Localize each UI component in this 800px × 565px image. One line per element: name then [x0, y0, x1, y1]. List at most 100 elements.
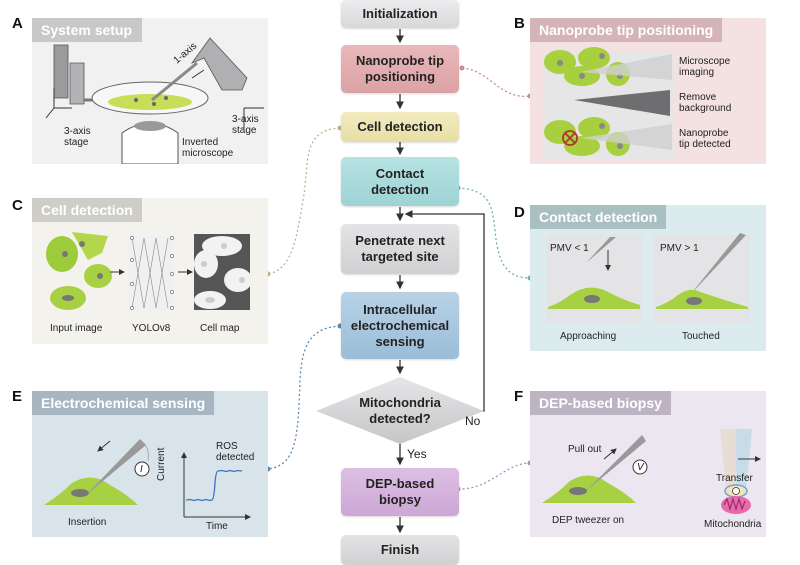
label-dep-tweezer-on: DEP tweezer on — [552, 515, 625, 526]
label-pmv-high: PMV > 1 — [660, 243, 699, 254]
panel-letter-d: D — [514, 204, 525, 221]
label-right-stage-2: stage — [232, 125, 257, 136]
yes-label: Yes — [407, 447, 427, 461]
panel-title: Electrochemical sensing — [32, 391, 215, 415]
left-stage-icon — [53, 44, 109, 109]
panel-dep-based-biopsy: DEP-based biopsy Pull out V DEP tweezer … — [530, 391, 766, 537]
probe-approaching-icon — [586, 237, 616, 271]
label-input-image: Input image — [50, 323, 103, 334]
label-remove-background-2: background — [679, 103, 732, 114]
step-initialization: Initialization — [341, 0, 459, 28]
label-left-stage-2: stage — [64, 137, 89, 148]
probe-background-removed-icon — [574, 90, 670, 116]
probe-icon — [86, 439, 146, 495]
step-mitochondria-detected: Mitochondria detected? — [345, 393, 455, 429]
panel-title: System setup — [32, 18, 142, 42]
step-label: Nanoprobe tip positioning — [355, 53, 445, 84]
voltage-symbol: V — [637, 462, 644, 473]
label-approaching: Approaching — [560, 331, 617, 342]
label-yolov8: YOLOv8 — [132, 323, 171, 334]
panel-title: DEP-based biopsy — [530, 391, 671, 415]
current-trace — [185, 469, 243, 502]
label-transfer: Transfer — [716, 473, 753, 484]
dep-biopsy-illustration — [542, 429, 761, 514]
panel-letter-b: B — [514, 15, 525, 32]
connector-d — [455, 185, 533, 281]
label-mitochondria: Mitochondria — [704, 519, 762, 530]
cell-icon — [44, 477, 138, 505]
tip-positioning-illustration — [544, 47, 674, 159]
cell-map-icon — [194, 234, 252, 310]
current-symbol: I — [140, 464, 143, 475]
label-ros-2: detected — [216, 452, 255, 463]
step-nanoprobe-tip-positioning: Nanoprobe tip positioning — [341, 45, 459, 93]
panel-nanoprobe-tip-positioning: Nanoprobe tip positioning Microscope ima… — [530, 18, 766, 164]
panel-cell-detection: Cell detection Input image YOLOv8 Cell m… — [32, 198, 268, 344]
yolov8-network-icon — [128, 236, 174, 310]
panel-letter-c: C — [12, 197, 23, 214]
label-tip-detected-1: Nanoprobe — [679, 128, 729, 139]
mitochondria-icon — [721, 496, 751, 514]
label-ros-1: ROS — [216, 441, 238, 452]
dep-tweezer-icon — [586, 435, 646, 491]
step-contact-detection: Contact detection — [341, 157, 459, 206]
label-remove-background-1: Remove — [679, 92, 717, 103]
panel-electrochemical-sensing: Electrochemical sensing I Insertion ROS … — [32, 391, 268, 537]
current-meter-icon — [134, 461, 150, 477]
label-right-stage-1: 3-axis — [232, 114, 259, 125]
panel-title: Cell detection — [32, 198, 142, 222]
step-label: Intracellular electrochemical sensing — [350, 301, 450, 349]
petri-dish-icon — [91, 81, 209, 115]
cell-icon — [542, 475, 636, 503]
cell-detection-illustration — [46, 232, 252, 310]
step-label: Cell detection — [357, 119, 443, 134]
label-microscope-2: microscope — [182, 148, 234, 159]
step-label: Mitochondria detected? — [359, 395, 441, 426]
system-setup-illustration — [45, 37, 264, 164]
panel-letter-a: A — [12, 15, 23, 32]
no-label: No — [465, 414, 481, 428]
step-label: Contact detection — [371, 165, 429, 197]
step-label: Finish — [380, 542, 420, 557]
label-touched: Touched — [682, 331, 720, 342]
step-label: DEP-based biopsy — [365, 476, 435, 507]
connector-c — [265, 125, 343, 277]
label-microscope-imaging-2: imaging — [679, 67, 715, 78]
label-microscope-imaging-1: Microscope — [679, 56, 731, 67]
label-tip-detected-2: tip detected — [679, 139, 731, 150]
connector-b — [459, 65, 533, 99]
label-insertion: Insertion — [68, 517, 107, 528]
step-dep-based-biopsy: DEP-based biopsy — [341, 468, 459, 516]
panel-title: Nanoprobe tip positioning — [530, 18, 723, 42]
contact-detection-illustration — [546, 233, 750, 323]
electrochemical-illustration — [44, 439, 251, 520]
step-label: Initialization — [362, 6, 438, 21]
panel-title: Contact detection — [530, 205, 667, 229]
connector-f — [455, 460, 533, 492]
label-left-stage-1: 3-axis — [64, 126, 91, 137]
panel-system-setup: System setup 1-axis 3-axis stage 3-axis … — [32, 18, 268, 164]
label-microscope-1: Inverted — [182, 137, 219, 148]
step-finish: Finish — [341, 535, 459, 565]
axis-label-time: Time — [206, 521, 228, 532]
label-pmv-low: PMV < 1 — [550, 243, 589, 254]
step-label: Penetrate next targeted site — [355, 233, 445, 264]
step-penetrate-next-targeted-site: Penetrate next targeted site — [341, 224, 459, 274]
label-cell-map: Cell map — [200, 323, 240, 334]
step-cell-detection: Cell detection — [341, 112, 459, 142]
pipette-icon — [720, 429, 752, 498]
probe-faded-icon — [580, 54, 672, 80]
input-image-icon — [46, 232, 112, 310]
step-intracellular-electrochemical-sensing: Intracellular electrochemical sensing — [341, 292, 459, 359]
connector-e — [265, 323, 343, 472]
cell-touched-icon — [656, 289, 748, 309]
probe-touched-icon — [690, 233, 746, 295]
panel-letter-e: E — [12, 388, 23, 405]
right-stage-icon — [151, 37, 248, 102]
panel-contact-detection: Contact detection PMV < 1 PMV > 1 Approa… — [530, 205, 766, 351]
axis-label-current: Current — [156, 447, 167, 481]
voltage-meter-icon — [632, 459, 648, 475]
microscope-icon — [121, 121, 179, 164]
label-pull-out: Pull out — [568, 444, 602, 455]
panel-letter-f: F — [514, 388, 524, 405]
